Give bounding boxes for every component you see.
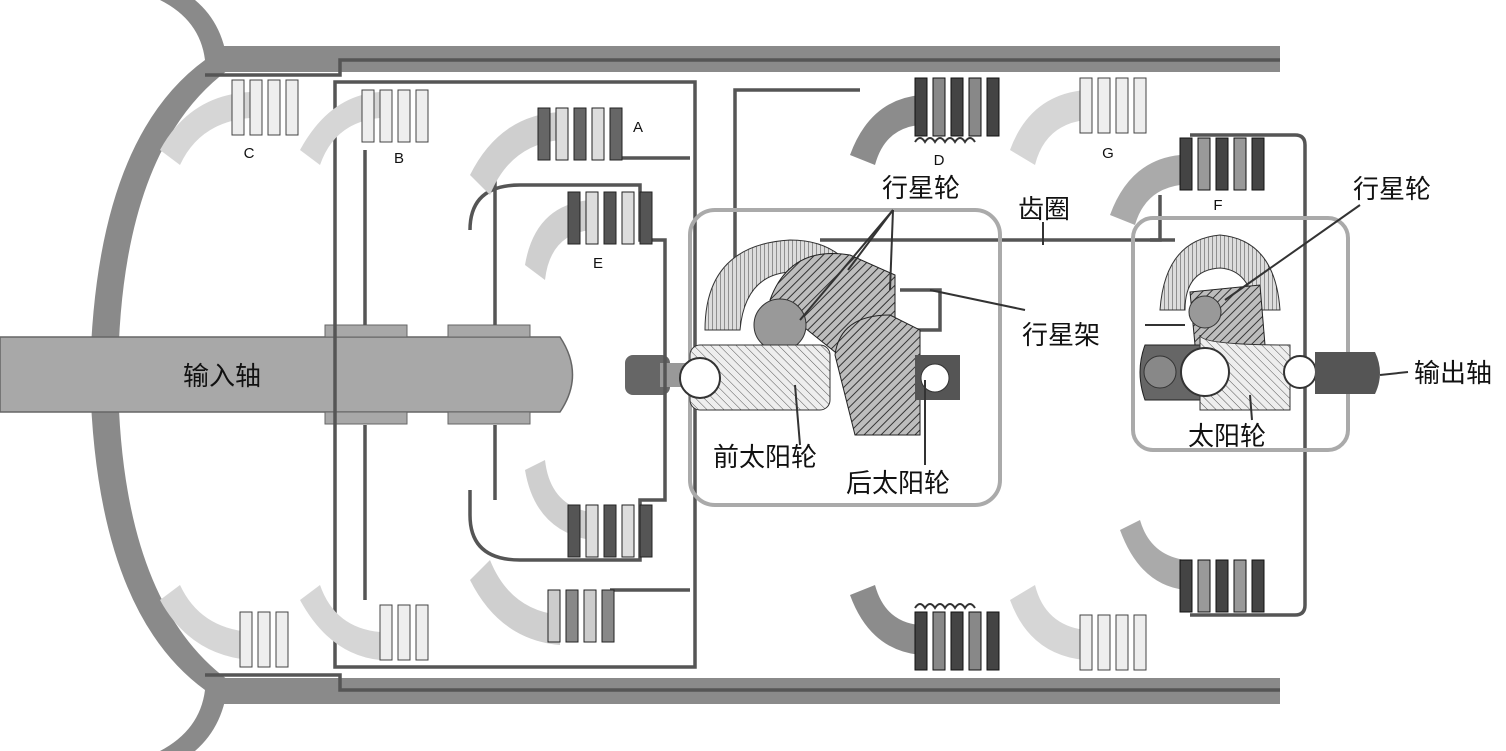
clutch-pack-a — [470, 107, 623, 195]
clutch-pack-a-lower — [470, 560, 615, 645]
clutch-pack-f-lower — [1120, 520, 1265, 613]
input-shaft-label: 输入轴 — [183, 362, 261, 392]
clutch-pack-f — [1110, 137, 1265, 225]
clutch-letter-a: A — [633, 119, 643, 136]
planet-gear-front-label: 行星轮 — [882, 174, 960, 204]
clutch-pack-g-lower — [1010, 585, 1147, 671]
rear-planetary-set — [1139, 234, 1317, 411]
clutch-pack-g — [1010, 77, 1147, 165]
clutch-letter-b: B — [394, 150, 404, 167]
clutch-letter-d: D — [934, 152, 945, 169]
clutch-pack-b — [300, 89, 429, 165]
output-shaft — [1315, 352, 1380, 394]
leader-lines — [794, 204, 1409, 465]
clutch-letter-e: E — [593, 255, 603, 272]
front-planetary-set — [679, 239, 960, 436]
planet-gear-rear-label: 行星轮 — [1353, 175, 1431, 205]
planet-carrier-front-label: 行星架 — [1022, 321, 1100, 351]
rear-sun-gear-label: 后太阳轮 — [846, 469, 950, 499]
clutch-pack-d-lower — [850, 585, 1000, 671]
linkage-frame — [205, 58, 1307, 692]
clutch-letter-c: C — [244, 145, 255, 162]
clutch-pack-d — [850, 77, 1000, 165]
clutch-pack-c — [160, 79, 299, 165]
output-shaft-label: 输出轴 — [1414, 359, 1492, 389]
ring-gear-label: 齿圈 — [1018, 195, 1070, 225]
clutch-pack-e-lower — [525, 460, 653, 558]
clutch-letter-g: G — [1102, 145, 1114, 162]
clutch-pack-e — [525, 191, 653, 280]
clutch-letter-f: F — [1213, 197, 1222, 214]
input-shaft — [0, 324, 690, 425]
clutch-pack-c-lower — [160, 585, 289, 668]
sun-gear-label: 太阳轮 — [1188, 422, 1266, 452]
front-sun-gear-label: 前太阳轮 — [713, 443, 817, 473]
clutch-pack-b-lower — [300, 585, 429, 661]
rear-planetary-box — [1131, 216, 1350, 452]
